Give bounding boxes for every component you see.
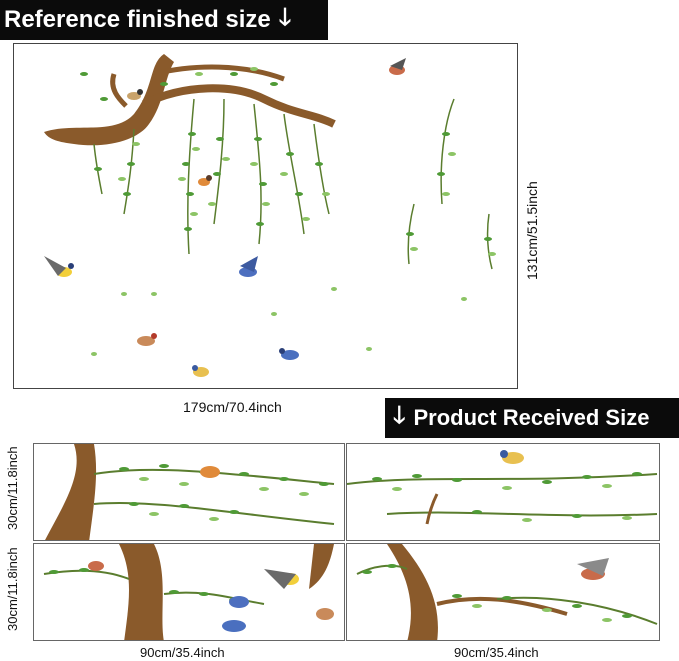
panel-width-label-left: 90cm/35.4inch <box>140 645 225 660</box>
down-arrow-icon: 🡓 <box>278 3 292 31</box>
bird-icon <box>229 596 249 608</box>
bird-icon <box>389 58 406 75</box>
bird-icon <box>279 348 299 360</box>
bird-icon <box>316 608 334 620</box>
tree-trunk <box>44 54 336 146</box>
tree-decal-illustration <box>44 54 496 377</box>
reference-height-label: 131cm/51.5inch <box>524 181 540 280</box>
bird-icon <box>198 175 212 186</box>
sticker-sheet-4 <box>346 543 660 641</box>
bird-icon <box>88 561 104 571</box>
reference-size-banner: Reference finished size 🡓 <box>0 0 328 40</box>
bird-icon <box>222 620 246 632</box>
sheet-3-artwork <box>43 544 334 640</box>
sheet-4-artwork <box>356 544 658 640</box>
product-banner-text: Product Received Size <box>413 405 650 430</box>
hanging-branches <box>93 98 493 270</box>
bird-icon <box>137 333 157 346</box>
sheet-2-artwork <box>347 450 658 525</box>
sheet-1-artwork <box>45 444 335 540</box>
bird-icon <box>127 89 143 100</box>
leaves <box>80 67 496 356</box>
bird-icon <box>192 365 209 377</box>
panel-width-label-right: 90cm/35.4inch <box>454 645 539 660</box>
down-arrow-icon: 🡓 <box>393 401 406 429</box>
panel-height-label-bottom: 30cm/11.8inch <box>5 547 20 631</box>
birds <box>44 58 406 377</box>
bird-icon <box>500 450 524 464</box>
panel-height-label-top: 30cm/11.8inch <box>5 446 20 530</box>
reference-banner-text: Reference finished size <box>4 6 271 33</box>
bird-icon <box>239 256 258 277</box>
reference-width-label: 179cm/70.4inch <box>183 399 282 415</box>
sticker-sheet-3 <box>33 543 345 641</box>
product-size-banner: 🡓 Product Received Size <box>385 398 679 438</box>
bird-icon <box>200 466 220 478</box>
bird-icon <box>577 558 609 580</box>
bird-icon <box>44 256 74 277</box>
bird-icon <box>264 569 299 589</box>
sticker-sheet-2 <box>346 443 660 541</box>
reference-illustration <box>13 43 518 389</box>
sticker-sheet-1 <box>33 443 345 541</box>
